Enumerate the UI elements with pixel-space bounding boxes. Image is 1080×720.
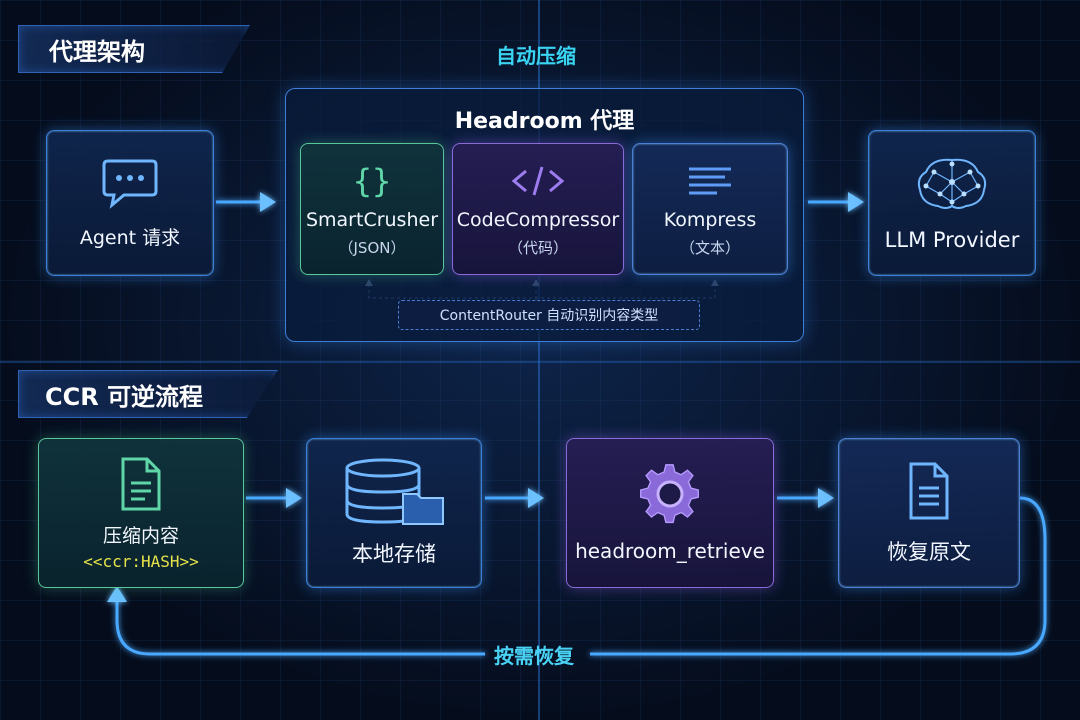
headroom-retrieve-card[interactable]: headroom_retrieve xyxy=(566,438,774,588)
auto-compress-label: 自动压缩 xyxy=(496,44,576,68)
arrowhead xyxy=(528,488,544,508)
module-name: Kompress xyxy=(663,208,757,231)
module-sub: （JSON） xyxy=(338,238,406,257)
proxy-title: Headroom 代理 xyxy=(454,109,635,134)
gear-icon xyxy=(638,463,702,527)
return-arrowhead xyxy=(107,586,127,602)
code-icon xyxy=(508,161,568,201)
section-label-architecture: 代理架构 xyxy=(18,25,250,73)
on-demand-restore-label: 按需恢复 xyxy=(494,644,574,668)
module-codecompressor[interactable]: CodeCompressor （代码） xyxy=(452,143,624,275)
module-sub: （文本） xyxy=(679,238,740,257)
headroom-retrieve-label: headroom_retrieve xyxy=(575,539,765,563)
section-label-ccr: CCR 可逆流程 xyxy=(18,370,278,418)
agent-request-card[interactable]: Agent 请求 xyxy=(46,130,214,276)
chat-bubble-icon xyxy=(100,157,160,209)
database-folder-icon xyxy=(339,458,449,528)
svg-text:{}: {} xyxy=(353,162,392,200)
local-storage-label: 本地存储 xyxy=(352,542,436,566)
document-icon xyxy=(117,455,165,513)
arrowhead xyxy=(848,192,864,212)
module-name: SmartCrusher xyxy=(305,208,439,231)
headroom-proxy-panel: Headroom 代理 {} SmartCrusher （JSON） CodeC… xyxy=(285,88,804,342)
compressed-content-card[interactable]: 压缩内容 <<ccr:HASH>> xyxy=(38,438,244,588)
llm-provider-label: LLM Provider xyxy=(884,228,1020,252)
arrowhead xyxy=(286,488,302,508)
local-storage-card[interactable]: 本地存储 xyxy=(306,438,482,588)
agent-request-label: Agent 请求 xyxy=(79,226,181,249)
llm-provider-card[interactable]: LLM Provider xyxy=(868,130,1036,276)
restore-original-label: 恢复原文 xyxy=(887,540,971,564)
arrowhead xyxy=(818,488,834,508)
restore-original-card[interactable]: 恢复原文 xyxy=(838,438,1020,588)
brain-network-icon xyxy=(912,154,992,214)
return-loop-left xyxy=(115,598,485,656)
content-router: ContentRouter 自动识别内容类型 xyxy=(398,300,700,330)
compressed-content-label: 压缩内容 xyxy=(102,525,179,547)
arrowhead xyxy=(260,192,276,212)
module-smartcrusher[interactable]: {} SmartCrusher （JSON） xyxy=(300,143,444,275)
module-kompress[interactable]: Kompress （文本） xyxy=(632,143,788,275)
text-lines-icon xyxy=(685,161,735,201)
document-icon xyxy=(905,460,953,522)
ccr-hash-label: <<ccr:HASH>> xyxy=(83,552,199,571)
module-name: CodeCompressor xyxy=(456,208,620,231)
module-sub: （代码） xyxy=(507,238,568,257)
return-loop-right xyxy=(590,496,1047,656)
braces-icon: {} xyxy=(350,161,394,201)
